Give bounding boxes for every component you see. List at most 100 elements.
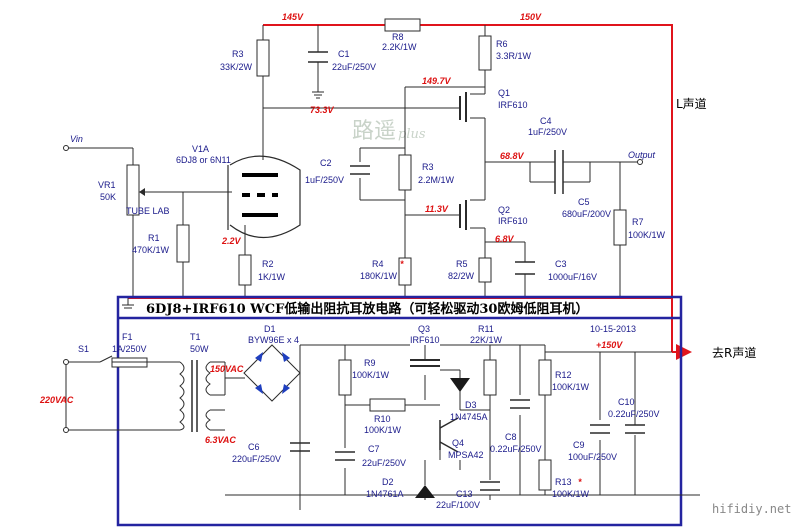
d1-val: BYW96E x 4 — [248, 335, 299, 345]
r6-val: 3.3R/1W — [496, 51, 532, 61]
watermark-text: 路遥 — [352, 119, 396, 144]
amp-resistors — [126, 18, 627, 286]
c4-val: 1uF/250V — [528, 127, 567, 137]
c5-ref: C5 — [578, 197, 590, 207]
c7-val: 22uF/250V — [362, 458, 406, 468]
r4-val: 180K/1W — [360, 271, 398, 281]
c9-ref: C9 — [573, 440, 585, 450]
amp-cap-leads — [122, 88, 575, 309]
q3-ref: Q3 — [418, 324, 430, 334]
c9-val: 100uF/250V — [568, 452, 617, 462]
r5-ref: R5 — [456, 259, 468, 269]
r9-val: 100K/1W — [352, 370, 390, 380]
d2-val: 1N4761A — [366, 489, 404, 499]
v150vac-label: 150VAC — [210, 364, 244, 374]
c13-val: 22uF/100V — [436, 500, 480, 510]
v1a-val: 6DJ8 or 6N11 — [176, 155, 231, 165]
v220vac-label: 220VAC — [39, 395, 74, 405]
v113-label: 11.3V — [425, 204, 449, 214]
r8-val: 2.2K/1W — [382, 42, 417, 52]
v1497-label: 149.7V — [422, 76, 452, 86]
amp-caps — [308, 51, 564, 275]
c6-ref: C6 — [248, 442, 260, 452]
date-label: 10-15-2013 — [590, 324, 636, 334]
d3-ref: D3 — [465, 400, 477, 410]
t1-ref: T1 — [190, 332, 201, 342]
bridge-d1 — [243, 344, 301, 402]
r12-ref: R12 — [555, 370, 572, 380]
r2-ref: R2 — [262, 259, 274, 269]
tube-v1a — [227, 155, 301, 238]
r7-ref: R7 — [632, 217, 644, 227]
r5-val: 82/2W — [448, 271, 475, 281]
v68-label: 6.8V — [495, 234, 515, 244]
r9-ref: R9 — [364, 358, 376, 368]
v145-label: 145V — [282, 12, 304, 22]
c10-ref: C10 — [618, 397, 635, 407]
to-right-label: 去R声道 — [712, 346, 756, 360]
c2-val: 1uF/250V — [305, 175, 344, 185]
q2-val: IRF610 — [498, 216, 528, 226]
labels: 145V 150V 149.7V 73.3V 68.8V 11.3V 6.8V … — [39, 12, 791, 516]
c10-val: 0.22uF/250V — [608, 409, 660, 419]
c6-val: 220uF/250V — [232, 454, 281, 464]
s1-ref: S1 — [78, 344, 89, 354]
t1-val: 50W — [190, 344, 209, 354]
mains-terminals — [63, 359, 69, 433]
site-label: hifidiy.net — [712, 502, 791, 516]
r7-val: 100K/1W — [628, 230, 666, 240]
q1-ref: Q1 — [498, 88, 510, 98]
q4-val: MPSA42 — [448, 450, 484, 460]
c8-val: 0.22uF/250V — [490, 444, 542, 454]
r3a-val: 33K/2W — [220, 62, 253, 72]
r11-ref: R11 — [478, 324, 494, 334]
c3-ref: C3 — [555, 259, 567, 269]
mosfet-q3 — [410, 359, 440, 367]
zener-d3 — [450, 378, 470, 392]
q3-val: IRF610 — [410, 335, 440, 345]
v22-label: 2.2V — [221, 236, 242, 246]
psu-caps — [290, 399, 645, 491]
r3a-ref: R3 — [232, 49, 244, 59]
psu-box — [116, 295, 683, 527]
r1-val: 470K/1W — [132, 245, 170, 255]
terminals — [63, 145, 643, 165]
d1-ref: D1 — [264, 324, 276, 334]
r6-ref: R6 — [496, 39, 508, 49]
f1-val: 1A/250V — [112, 344, 147, 354]
vin-label: Vin — [70, 134, 83, 144]
r10-ref: R10 — [374, 414, 391, 424]
r2-val: 1K/1W — [258, 272, 286, 282]
p150v-label: +150V — [596, 340, 623, 350]
c8-ref: C8 — [505, 432, 517, 442]
r10-val: 100K/1W — [364, 425, 402, 435]
r3b-val: 2.2M/1W — [418, 175, 455, 185]
vr1-wiper — [139, 188, 145, 196]
v1a-ref: V1A — [192, 144, 209, 154]
tube-lab-label: TUBE LAB — [126, 206, 170, 216]
transformer-t1 — [179, 360, 211, 432]
r3b-ref: R3 — [422, 162, 434, 172]
c7-ref: C7 — [368, 444, 380, 454]
r1-ref: R1 — [148, 233, 160, 243]
vr1-ref: VR1 — [98, 180, 116, 190]
f1-ref: F1 — [122, 332, 133, 342]
c1-val: 22uF/250V — [332, 62, 376, 72]
c3-val: 1000uF/16V — [548, 272, 597, 282]
circuit-title: 6DJ8+IRF610 WCF低输出阻抗耳放电路（可轻松驱动30欧姆低阻耳机） — [146, 301, 588, 317]
v688-label: 68.8V — [500, 151, 525, 161]
vr1-val: 50K — [100, 192, 116, 202]
q1-val: IRF610 — [498, 100, 528, 110]
c1-ref: C1 — [338, 49, 350, 59]
d2-ref: D2 — [382, 477, 394, 487]
c4-ref: C4 — [540, 116, 552, 126]
psu-resistors — [111, 357, 552, 491]
zener-d2 — [415, 485, 435, 498]
v733-label: 73.3V — [310, 105, 335, 115]
output-label: Output — [628, 150, 656, 160]
c5-val: 680uF/200V — [562, 209, 611, 219]
r13-val: 100K/1W — [552, 489, 590, 499]
r11-val: 22K/1W — [470, 335, 503, 345]
